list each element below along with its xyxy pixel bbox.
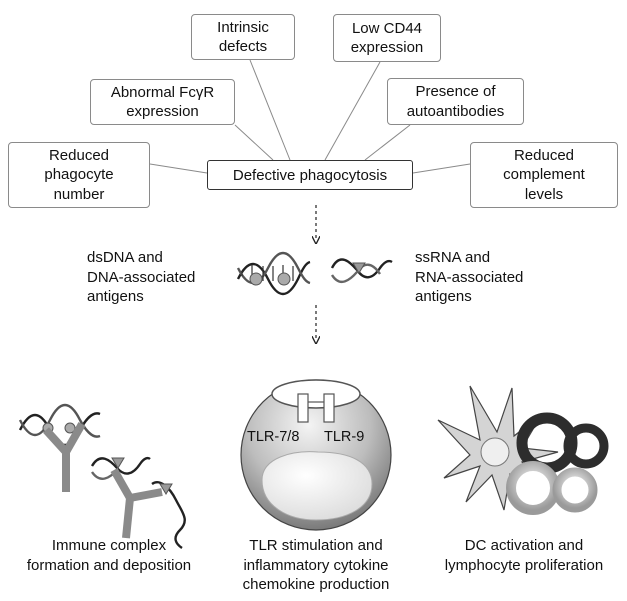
tlr9-label: TLR-9 bbox=[324, 429, 364, 445]
rna-antigens-label: ssRNA and RNA-associated antigens bbox=[415, 249, 524, 305]
defective-phagocytosis-node: Defective phagocytosis bbox=[207, 160, 413, 190]
rna-strand-right-icon bbox=[151, 481, 186, 549]
immune-complex-illustration bbox=[18, 403, 186, 549]
dsdna-helix-icon bbox=[236, 251, 311, 296]
ssrna-helix-icon bbox=[330, 258, 393, 284]
tlr-cell-illustration: TLR-7/8 TLR-9 bbox=[240, 379, 392, 531]
tlr78-label: TLR-7/8 bbox=[247, 429, 299, 445]
lymphocyte-icon-light-1 bbox=[506, 461, 560, 515]
cause-box-intrinsic-defects: Intrinsic defects bbox=[191, 14, 295, 60]
cause-box-reduced-phagocyte: Reduced phagocyte number bbox=[8, 142, 150, 208]
tlr-stimulation-caption: TLR stimulation and inflammatory cytokin… bbox=[242, 537, 390, 593]
dna-antigens-label: dsDNA and DNA-associated antigens bbox=[87, 249, 196, 305]
connector-lines bbox=[149, 59, 471, 174]
cause-box-abnormal-fcyr: Abnormal FcγR expression bbox=[90, 79, 235, 125]
dc-activation-illustration bbox=[437, 385, 609, 515]
tlr-receptor-icon bbox=[297, 393, 335, 423]
dna-strand-top-left-icon bbox=[18, 403, 101, 447]
cause-box-low-cd44: Low CD44 expression bbox=[333, 14, 441, 62]
immune-complex-caption: Immune complex formation and deposition bbox=[26, 537, 192, 574]
antibody-icon-1 bbox=[43, 422, 86, 492]
antibody-icon-2 bbox=[110, 468, 163, 539]
dc-activation-caption: DC activation and lymphocyte proliferati… bbox=[444, 537, 604, 574]
endosome bbox=[271, 379, 361, 409]
cause-box-reduced-complement: Reduced complement levels bbox=[470, 142, 618, 208]
cause-box-autoantibodies: Presence of autoantibodies bbox=[387, 78, 524, 125]
nucleus bbox=[261, 451, 373, 521]
lymphocyte-icon-light-2 bbox=[552, 467, 598, 513]
lymphocyte-icon-dark-2 bbox=[563, 423, 609, 469]
